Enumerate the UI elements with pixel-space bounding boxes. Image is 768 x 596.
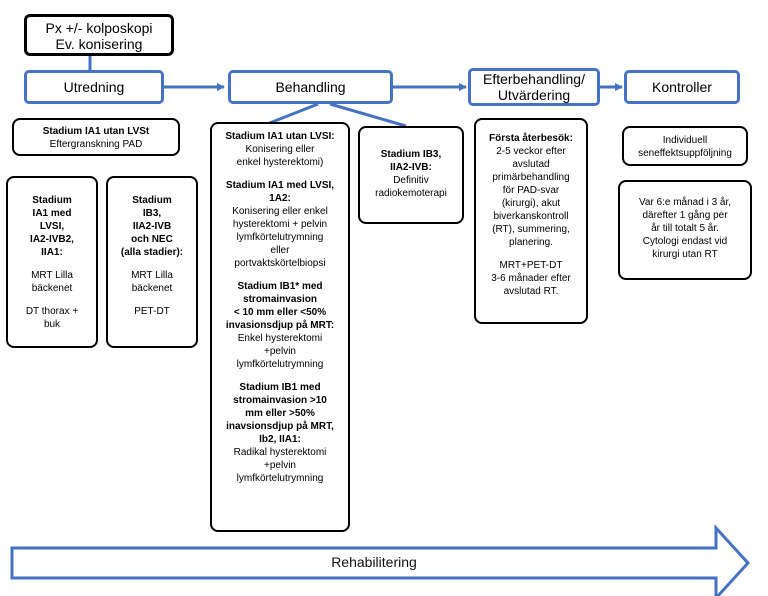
utredning-left-item2-2: buk: [43, 319, 61, 330]
utredning-right-item1-1: MRT Lilla: [131, 270, 173, 281]
behandling-s4-title-1: Stadium IB1 med: [239, 382, 321, 393]
utredning-ia1-box: Stadium IA1 utan LVSt Eftergranskning PA…: [12, 118, 180, 156]
stage-efterbehandling-label-1: Efterbehandling/: [483, 71, 585, 87]
utredning-right-title-1: Stadium: [132, 195, 172, 206]
efterbehandling-text-7: (RT), summering,: [492, 224, 570, 235]
behandling-s2-text-4: eller: [270, 245, 290, 256]
behandling-s2-title-1: Stadium IA1 med LVSI,: [225, 180, 335, 191]
utredning-right-item2: PET-DT: [134, 306, 170, 317]
utredning-right-title-4: och NEC: [131, 234, 173, 245]
utredning-left-item2-1: DT thorax +: [25, 306, 79, 317]
kontroller-box2-line1: Var 6:e månad i 3 år,: [638, 197, 732, 208]
stage-utredning-label: Utredning: [63, 79, 125, 95]
behandling-s3-text-3: lymfkörtelutrymning: [236, 359, 324, 370]
behandling-s2-title-2: 1A2:: [269, 193, 291, 204]
efterbehandling-text2-2: 3-6 månader efter: [491, 273, 571, 284]
behandling-s2-text-1: Konisering eller enkel: [232, 206, 328, 217]
behandling-side-title-1: Stadium IB3,: [380, 149, 442, 160]
behandling-s2-text-3: lymfkörtelutrymning: [236, 232, 324, 243]
utredning-left-title-5: IIA1:: [41, 247, 63, 258]
behandling-s3-title-1: Stadium IB1* med: [237, 281, 323, 292]
stage-behandling: Behandling: [228, 70, 393, 104]
behandling-s4-title-3: mm eller >50%: [245, 408, 315, 419]
behandling-s3-title-4: invasionsdjup på MRT:: [225, 320, 335, 331]
behandling-s2-text-2: hysterektomi + pelvin: [232, 219, 328, 230]
efterbehandling-text-6: biverkanskontroll: [493, 211, 569, 222]
kontroller-box2-line5: kirurgi utan RT: [652, 249, 718, 260]
start-line2: Ev. konisering: [55, 36, 143, 52]
utredning-left-item1-2: bäckenet: [31, 283, 73, 294]
utredning-left-title-2: IA1 med: [32, 208, 72, 219]
stage-efterbehandling-label-2: Utvärdering: [497, 87, 571, 103]
behandling-s3-title-3: < 10 mm eller <50%: [233, 307, 327, 318]
stage-utredning: Utredning: [24, 70, 164, 104]
behandling-s4-title-5: Ib2, IIA1:: [259, 434, 301, 445]
behandling-s4-text-1: Radikal hysterektomi: [233, 447, 327, 458]
behandling-s4-text-3: lymfkörtelutrymning: [236, 473, 324, 484]
efterbehandling-text-1: 2-5 veckor efter: [496, 146, 566, 157]
behandling-s3-title-2: stromainvasion: [243, 294, 317, 305]
rehab-label: Rehabilitering: [331, 554, 417, 570]
behandling-side-text-2: radiokemoterapi: [375, 188, 447, 199]
behandling-s4-text-2: +pelvin: [264, 460, 296, 471]
start-line1: Px +/- kolposkopi: [45, 20, 153, 36]
behandling-s1-text-2: enkel hysterektomi): [236, 157, 324, 168]
behandling-s3-text-2: +pelvin: [264, 346, 296, 357]
behandling-s4-title-4: inavsionsdjup på MRT,: [226, 421, 334, 432]
stage-behandling-label: Behandling: [275, 79, 346, 95]
stage-efterbehandling: Efterbehandling/ Utvärdering: [468, 68, 600, 106]
utredning-right-title-3: IIA2-IVB: [132, 221, 172, 232]
kontroller-box-1: Individuell seneffektsuppföljning: [622, 126, 748, 166]
behandling-side-box: Stadium IB3, IIA2-IVB: Definitiv radioke…: [358, 126, 464, 224]
utredning-left-item1-1: MRT Lilla: [31, 270, 73, 281]
utredning-right-item1-2: bäckenet: [131, 283, 173, 294]
behandling-s2-text-5: portvaktskörtelbiopsi: [234, 258, 326, 269]
behandling-side-title-2: IIA2-IVB:: [390, 162, 432, 173]
utredning-right-title-2: IB3,: [142, 208, 162, 219]
efterbehandling-box: Första återbesök: 2-5 veckor efter avslu…: [474, 118, 588, 324]
stage-kontroller-label: Kontroller: [652, 79, 712, 95]
kontroller-box1-line2: seneffektsuppföljning: [638, 148, 732, 159]
efterbehandling-title: Första återbesök:: [489, 133, 573, 144]
utredning-left-box: Stadium IA1 med LVSI, IA2-IVB2, IIA1: MR…: [6, 176, 98, 348]
kontroller-box1-line1: Individuell: [662, 135, 708, 146]
efterbehandling-text-2: avslutad: [512, 159, 550, 170]
kontroller-box2-line2: därefter 1 gång per: [642, 210, 728, 221]
utredning-ia1-title: Stadium IA1 utan LVSt: [42, 126, 150, 137]
behandling-s3-text-1: Enkel hysterektomi: [237, 333, 323, 344]
efterbehandling-text-8: planering.: [509, 237, 553, 248]
utredning-right-title-5: (alla stadier):: [120, 247, 184, 258]
behandling-s1-title: Stadium IA1 utan LVSI:: [225, 131, 335, 142]
utredning-left-title-3: LVSI,: [39, 221, 65, 232]
behandling-s4-title-2: stromainvasion >10: [233, 395, 327, 406]
efterbehandling-text-5: (kirurgi), akut: [501, 198, 561, 209]
utredning-left-title-1: Stadium: [32, 195, 72, 206]
stage-kontroller: Kontroller: [624, 70, 740, 104]
kontroller-box2-line4: Cytologi endast vid: [642, 236, 728, 247]
behandling-main-box: Stadium IA1 utan LVSI: Konisering eller …: [210, 122, 350, 532]
utredning-left-title-4: IA2-IVB2,: [30, 234, 74, 245]
kontroller-box-2: Var 6:e månad i 3 år, därefter 1 gång pe…: [618, 180, 752, 280]
utredning-right-box: Stadium IB3, IIA2-IVB och NEC (alla stad…: [106, 176, 198, 348]
efterbehandling-text2-3: avslutad RT.: [503, 286, 559, 297]
efterbehandling-text-3: primärbehandling: [492, 172, 570, 183]
utredning-ia1-text: Eftergranskning PAD: [49, 139, 143, 150]
kontroller-box2-line3: år till totalt 5 år.: [651, 223, 719, 234]
efterbehandling-text-4: för PAD-svar: [502, 185, 560, 196]
behandling-s1-text-1: Konisering eller: [245, 144, 315, 155]
behandling-side-text-1: Definitiv: [393, 175, 429, 186]
efterbehandling-text2-1: MRT+PET-DT: [499, 260, 563, 271]
start-box: Px +/- kolposkopi Ev. konisering: [24, 14, 174, 56]
